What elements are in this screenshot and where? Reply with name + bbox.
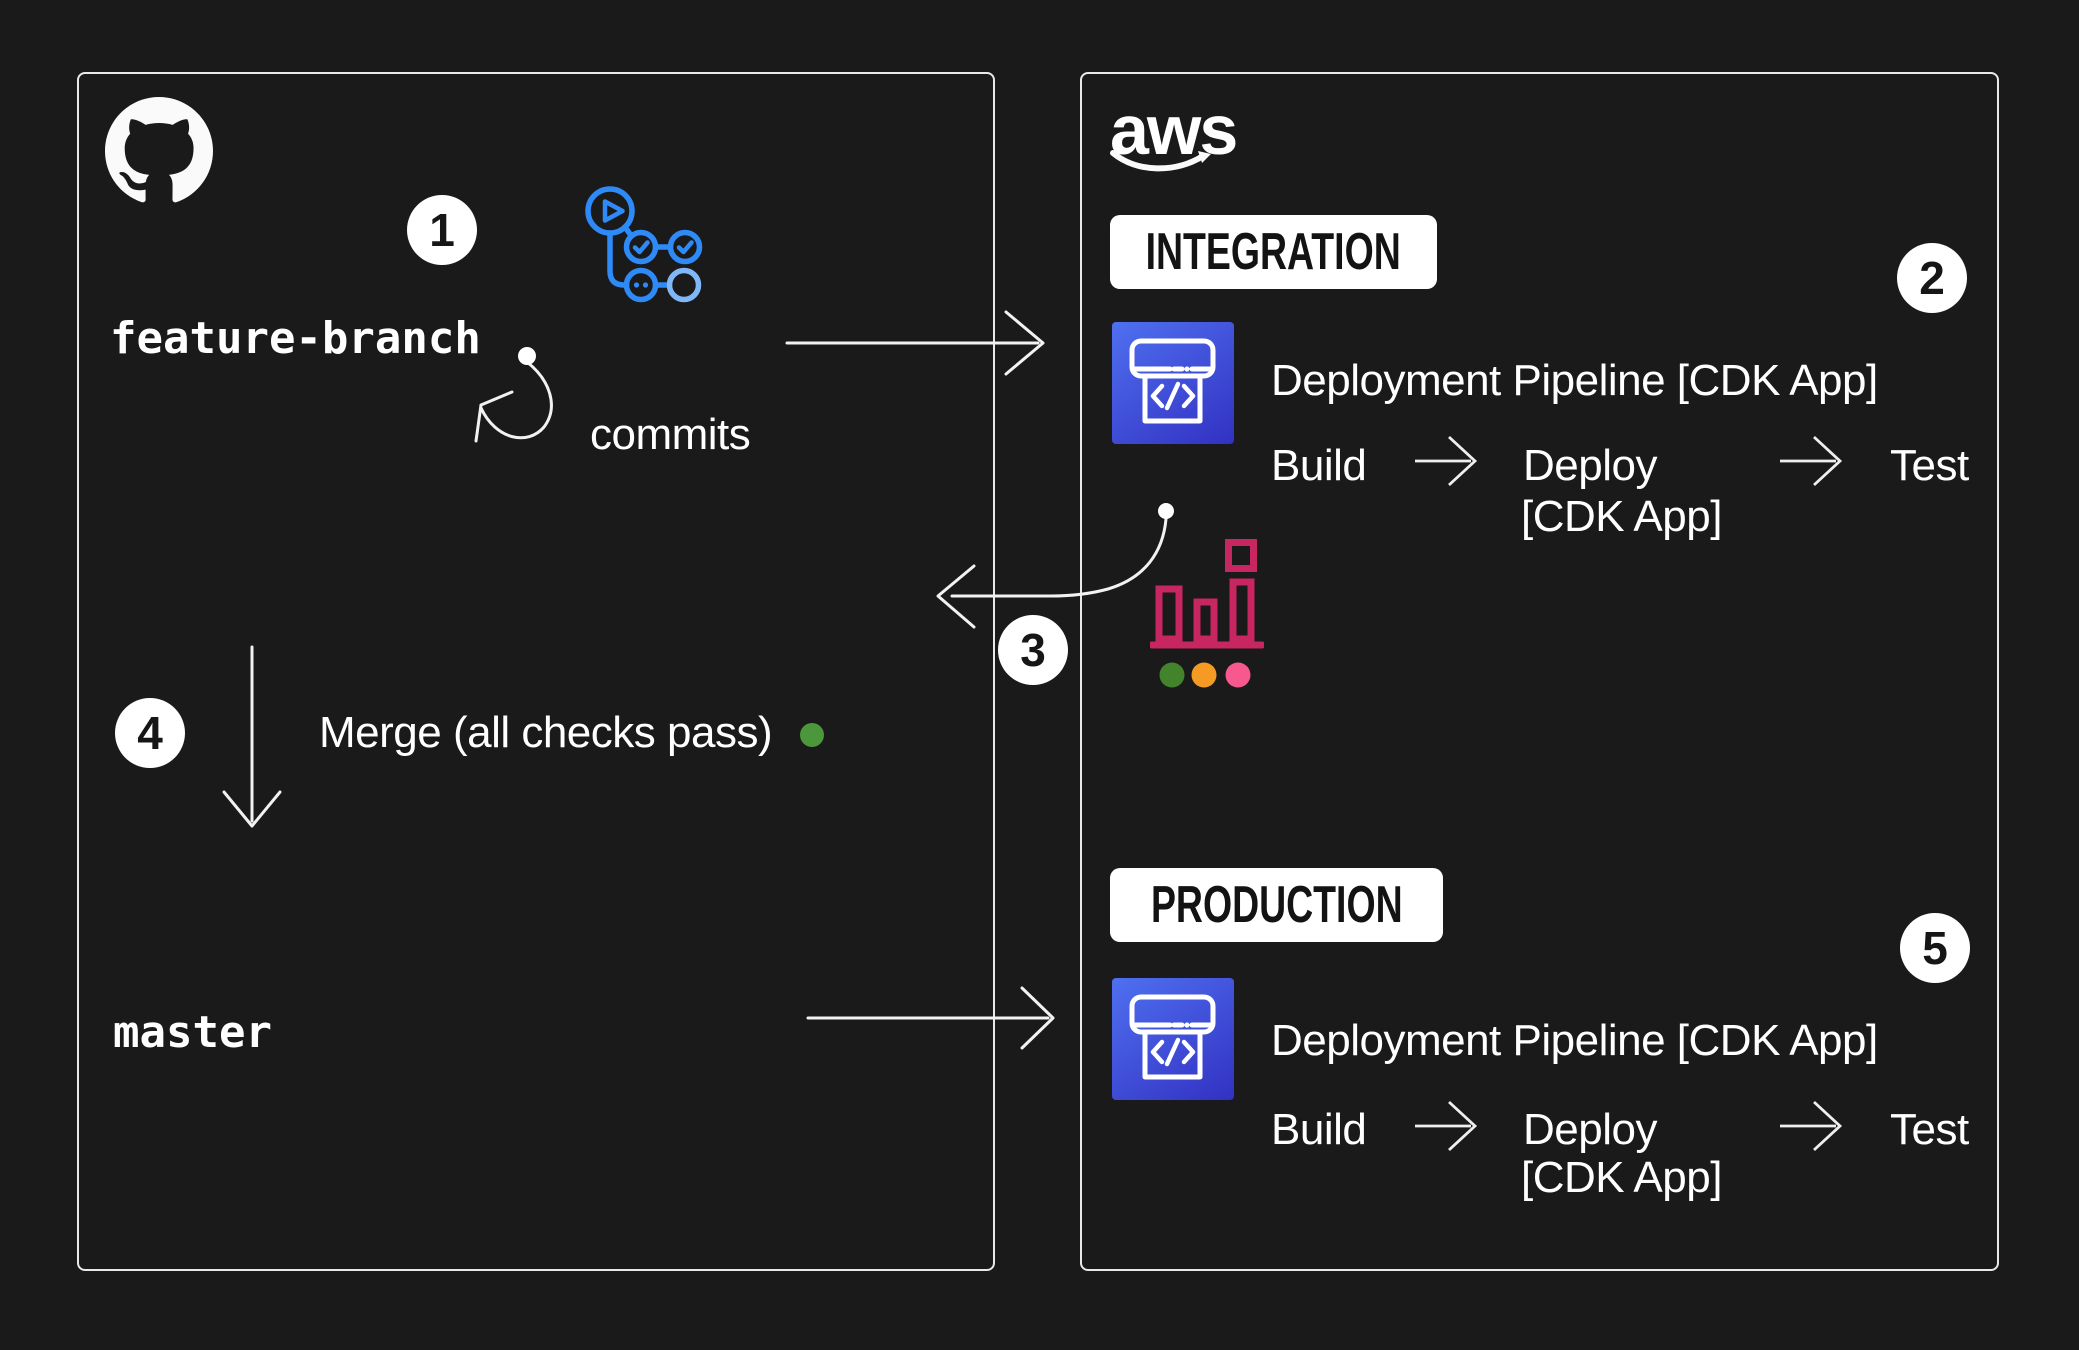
github-panel: 1 feature-branch commits 4 — [77, 72, 995, 1271]
github-octocat-icon — [105, 97, 213, 203]
production-deploy-note: [CDK App] — [1521, 1153, 1722, 1202]
production-stage-deploy: Deploy — [1523, 1105, 1657, 1154]
feature-branch-label: feature-branch — [110, 313, 481, 364]
stage-arrow-icon — [1780, 435, 1843, 487]
step-3-badge: 3 — [998, 615, 1068, 685]
production-env-label: PRODUCTION — [1110, 868, 1443, 942]
step-1-badge: 1 — [407, 195, 477, 265]
step-2-badge: 2 — [1897, 243, 1967, 313]
production-stage-build: Build — [1271, 1105, 1367, 1154]
codepipeline-glyph — [1129, 338, 1216, 424]
merge-label: Merge (all checks pass) — [319, 708, 773, 757]
chart-dot-green — [1159, 662, 1185, 688]
github-actions-workflow-icon — [585, 186, 703, 303]
production-pipeline-title: Deployment Pipeline [CDK App] — [1271, 1016, 1878, 1065]
aws-panel: aws INTEGRATION 2 — [1080, 72, 1999, 1271]
integration-stage-deploy: Deploy — [1523, 441, 1657, 490]
commits-label: commits — [590, 410, 751, 459]
aws-logo-text: aws — [1110, 91, 1238, 169]
production-env-text: PRODUCTION — [1150, 876, 1403, 934]
production-stage-test: Test — [1890, 1105, 1969, 1154]
step-3-number: 3 — [1020, 624, 1046, 676]
step-2-number: 2 — [1919, 252, 1945, 304]
aws-smile-icon — [1110, 150, 1211, 172]
stage-arrow-icon — [1415, 435, 1478, 487]
integration-env-text: INTEGRATION — [1145, 223, 1402, 281]
step-4-badge: 4 — [115, 698, 185, 768]
integration-pipeline-title: Deployment Pipeline [CDK App] — [1271, 356, 1878, 405]
codepipeline-glyph — [1129, 994, 1216, 1080]
integration-deploy-note: [CDK App] — [1521, 492, 1722, 541]
step-4-number: 4 — [137, 707, 163, 759]
codepipeline-icon-integration — [1112, 322, 1234, 444]
step-1-number: 1 — [429, 204, 455, 256]
step-5-badge: 5 — [1900, 913, 1970, 983]
step-5-number: 5 — [1922, 922, 1948, 974]
integration-stage-build: Build — [1271, 441, 1367, 490]
integration-env-label: INTEGRATION — [1110, 215, 1437, 289]
integration-stage-test: Test — [1890, 441, 1969, 490]
test-report-chart-icon — [1150, 539, 1264, 688]
master-branch-label: master — [113, 1007, 272, 1058]
codepipeline-icon-production — [1112, 978, 1234, 1100]
chart-dot-orange — [1191, 662, 1217, 688]
chart-dot-pink — [1225, 662, 1251, 688]
stage-arrow-icon — [1780, 1100, 1843, 1152]
stage-arrow-icon — [1415, 1100, 1478, 1152]
